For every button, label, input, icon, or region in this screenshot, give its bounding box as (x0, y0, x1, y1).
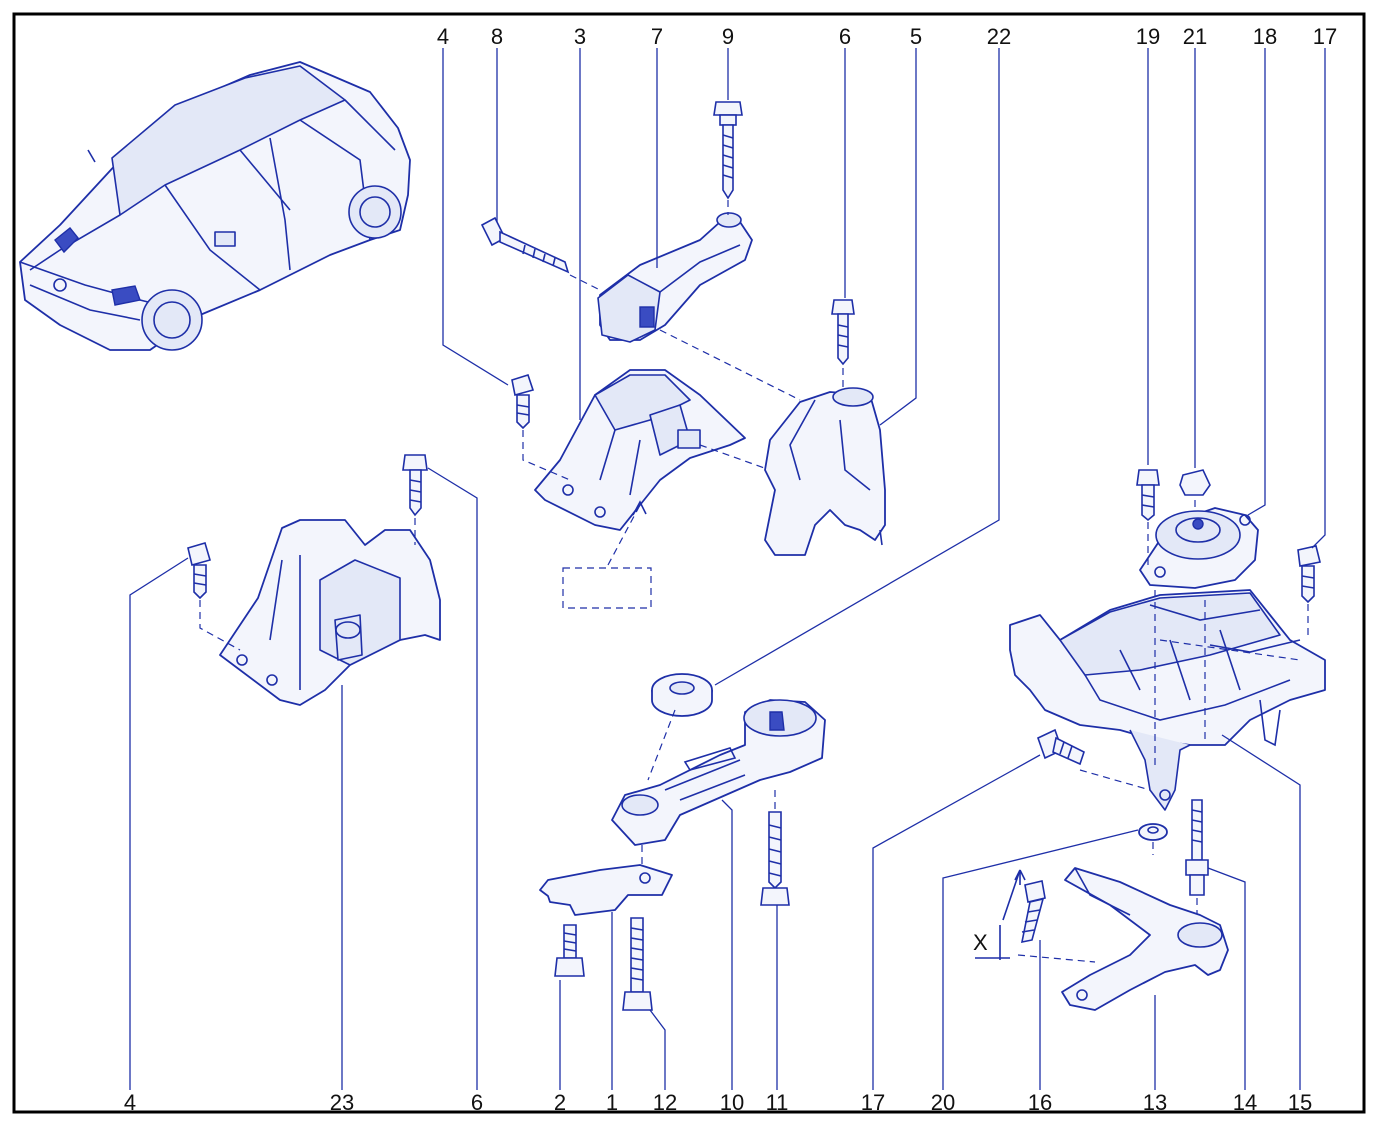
part-19-bolt (1136, 469, 1160, 565)
label-10: 10 (720, 1090, 744, 1115)
part-15-support-tray (1009, 589, 1326, 811)
label-15: 15 (1288, 1090, 1312, 1115)
label-9: 9 (722, 24, 734, 49)
reference-box (562, 567, 652, 609)
part-16-bolt (975, 869, 1096, 963)
part-3-engine-mount (534, 369, 746, 531)
callout-labels: 4 8 3 7 9 6 5 22 19 21 18 17 4 23 6 2 1 … (124, 24, 1337, 1115)
label-20: 20 (931, 1090, 955, 1115)
part-17-bolt-upper (1297, 545, 1321, 640)
label-12: 12 (653, 1090, 677, 1115)
part-5-bracket (764, 387, 886, 556)
assembly-line (659, 329, 801, 401)
car-illustration (19, 61, 411, 351)
part-17-bolt-lower (1037, 728, 1085, 766)
diagram-frame (12, 12, 1366, 1114)
dimension-x-label: X (973, 930, 988, 955)
part-8-bolt (480, 216, 601, 291)
label-8: 8 (491, 24, 503, 49)
label-14: 14 (1233, 1090, 1257, 1115)
part-14-stud (1185, 799, 1209, 920)
label-11: 11 (766, 1090, 789, 1115)
part-1-plate (539, 864, 673, 916)
label-4-bottom: 4 (124, 1090, 136, 1115)
part-2-bolt (554, 924, 585, 977)
part-21-nut (1179, 469, 1211, 510)
label-21: 21 (1183, 24, 1207, 49)
part-12-bolt (622, 917, 653, 1011)
label-5: 5 (910, 24, 922, 49)
label-22: 22 (987, 24, 1011, 49)
part-7-torque-rod (597, 212, 753, 343)
part-20-washer (1138, 823, 1168, 855)
part-23-left-mount (219, 519, 441, 706)
label-18: 18 (1253, 24, 1277, 49)
leader-lines (129, 48, 1326, 1090)
part-6-bolt-upper (831, 299, 855, 390)
label-6-bottom: 6 (471, 1090, 483, 1115)
part-18-gearbox-mount (1139, 507, 1259, 589)
part-10-lower-torque-rod (611, 699, 826, 846)
label-1: 1 (606, 1090, 618, 1115)
label-19: 19 (1136, 24, 1160, 49)
label-17-top: 17 (1313, 24, 1337, 49)
label-7: 7 (651, 24, 663, 49)
part-4-bolt-upper (511, 374, 571, 481)
label-2: 2 (554, 1090, 566, 1115)
label-16: 16 (1028, 1090, 1052, 1115)
part-6-bolt-lower (402, 454, 428, 545)
part-11-bolt (760, 811, 790, 906)
label-23: 23 (330, 1090, 354, 1115)
assembly-line (699, 444, 771, 471)
arrow-head (632, 500, 647, 516)
label-17-bottom: 17 (861, 1090, 885, 1115)
label-3: 3 (574, 24, 586, 49)
part-9-bolt (713, 101, 743, 215)
assembly-line (1079, 769, 1151, 791)
part-4-bolt-lower (187, 542, 241, 651)
label-6-top: 6 (839, 24, 851, 49)
part-13-lower-arm (1061, 867, 1229, 1011)
label-13: 13 (1143, 1090, 1167, 1115)
label-4-top: 4 (437, 24, 449, 49)
part-22-washer (647, 673, 713, 781)
